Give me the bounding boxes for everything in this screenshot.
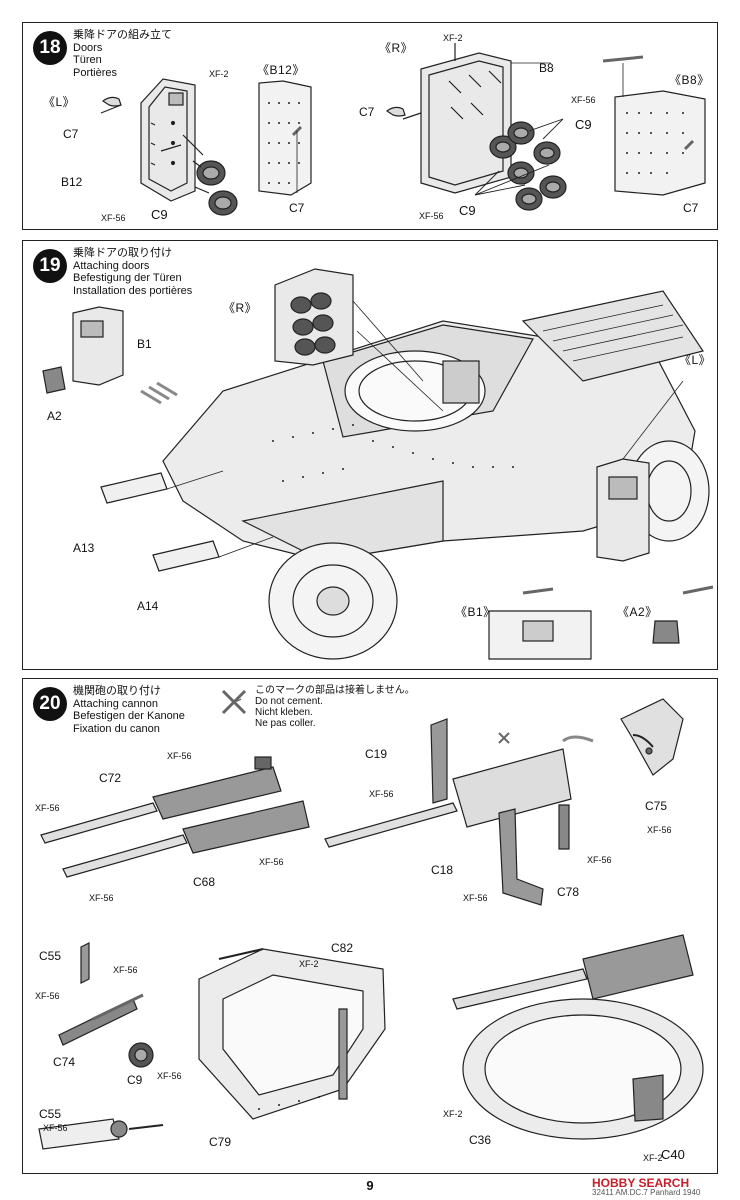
turret-c79-illustration bbox=[198, 948, 386, 1120]
paint-label: XF-56 bbox=[571, 95, 596, 105]
step-number: 20 bbox=[33, 687, 67, 721]
view-label: 《B8》 bbox=[669, 73, 710, 87]
part-label: A14 bbox=[137, 599, 159, 613]
view-label: 《R》 bbox=[223, 301, 258, 315]
paint-label: XF-56 bbox=[259, 857, 284, 867]
part-label: C9 bbox=[459, 203, 476, 218]
part-label: C82 bbox=[331, 941, 354, 955]
page-number: 9 bbox=[366, 1178, 374, 1193]
b1-detail-illustration bbox=[488, 587, 592, 660]
paint-label: XF-2 bbox=[443, 33, 463, 43]
part-label: C7 bbox=[289, 201, 305, 215]
gun-c72-illustration bbox=[40, 756, 282, 844]
step-19-panel: 19 乗降ドアの取り付け Attaching doors Befestigung… bbox=[22, 240, 718, 670]
bracket-a14-illustration bbox=[152, 540, 220, 572]
view-label: 《R》 bbox=[379, 41, 414, 55]
paint-label: XF-56 bbox=[419, 211, 444, 221]
no-cement-note: このマークの部品は接着しません。 Do not cement. Nicht kl… bbox=[255, 685, 415, 729]
paint-label: XF-2 bbox=[643, 1153, 663, 1163]
b12-detail-illustration bbox=[258, 80, 312, 196]
view-label: 《B12》 bbox=[257, 63, 305, 77]
step-18-drawing bbox=[100, 43, 706, 216]
c9-wheels-left bbox=[196, 160, 238, 216]
part-label: C75 bbox=[645, 799, 668, 813]
part-label: C68 bbox=[193, 875, 216, 889]
part-label: C36 bbox=[469, 1133, 492, 1147]
door-l-illustration bbox=[596, 380, 684, 562]
turret-c36-illustration bbox=[452, 934, 704, 1140]
part-label: C40 bbox=[661, 1147, 685, 1162]
paint-label: XF-56 bbox=[101, 213, 126, 223]
paint-label: XF-56 bbox=[587, 855, 612, 865]
step-19-drawing bbox=[42, 268, 714, 660]
part-label: C9 bbox=[575, 117, 592, 132]
part-label: C9 bbox=[127, 1073, 143, 1087]
part-label: C19 bbox=[365, 747, 388, 761]
watermark: HOBBY SEARCH bbox=[592, 1176, 690, 1190]
view-label: 《L》 bbox=[679, 353, 712, 367]
step-title: 機関砲の取り付け Attaching cannon Befestigen der… bbox=[73, 685, 185, 735]
door-b1-illustration bbox=[42, 306, 124, 394]
part-label: C7 bbox=[359, 105, 375, 119]
armored-car-hull-illustration bbox=[162, 290, 704, 562]
step-20-drawing bbox=[38, 689, 704, 1150]
step-number: 19 bbox=[33, 249, 67, 283]
b8-detail-illustration bbox=[602, 55, 706, 196]
c9-wheels-right bbox=[489, 121, 567, 211]
step-number: 18 bbox=[33, 31, 67, 65]
part-label: C55 bbox=[39, 1107, 62, 1121]
step-18-panel: 18 乗降ドアの組み立て Doors Türen Portières bbox=[22, 22, 718, 230]
mount-c18-c19-illustration bbox=[324, 718, 572, 906]
view-label: 《A2》 bbox=[617, 605, 658, 619]
step-title: 乗降ドアの取り付け Attaching doors Befestigung de… bbox=[73, 247, 193, 297]
part-label: C72 bbox=[99, 771, 122, 785]
view-label: 《B1》 bbox=[455, 605, 496, 619]
part-label: C18 bbox=[431, 863, 454, 877]
paint-label: XF-56 bbox=[35, 803, 60, 813]
part-label: A13 bbox=[73, 541, 95, 555]
c74-assembly-illustration bbox=[58, 942, 154, 1068]
front-wheel-illustration bbox=[268, 542, 398, 660]
c55-detail-illustration bbox=[38, 1118, 164, 1150]
paint-label: XF-56 bbox=[113, 965, 138, 975]
view-label: 《L》 bbox=[43, 95, 76, 109]
part-label: C7 bbox=[63, 127, 79, 141]
part-label: C74 bbox=[53, 1055, 76, 1069]
footer-code: 32411 AM.DC.7 Panhard 1940 bbox=[592, 1188, 701, 1197]
door-b8-illustration bbox=[385, 43, 551, 194]
part-label: C9 bbox=[151, 207, 168, 222]
paint-label: XF-2 bbox=[443, 1109, 463, 1119]
paint-label: XF-2 bbox=[209, 69, 229, 79]
part-label: C55 bbox=[39, 949, 62, 963]
paint-label: XF-56 bbox=[157, 1071, 182, 1081]
paint-label: XF-56 bbox=[43, 1123, 68, 1133]
step-title: 乗降ドアの組み立て Doors Türen Portières bbox=[73, 29, 172, 79]
paint-label: XF-56 bbox=[35, 991, 60, 1001]
a2-detail-illustration bbox=[652, 585, 714, 644]
part-label: A2 bbox=[47, 409, 62, 423]
step-20-panel: 20 機関砲の取り付け Attaching cannon Befestigen … bbox=[22, 678, 718, 1174]
no-cement-icon bbox=[221, 689, 247, 715]
part-label: C79 bbox=[209, 1135, 232, 1149]
door-r-illustration bbox=[274, 268, 444, 412]
paint-label: XF-56 bbox=[89, 893, 114, 903]
part-label: C7 bbox=[683, 201, 699, 215]
paint-label: XF-56 bbox=[463, 893, 488, 903]
part-label: C78 bbox=[557, 885, 580, 899]
door-b12-illustration bbox=[100, 78, 196, 202]
paint-label: XF-2 bbox=[299, 959, 319, 969]
part-label: B12 bbox=[61, 175, 83, 189]
paint-label: XF-56 bbox=[647, 825, 672, 835]
bracket-a13-illustration bbox=[100, 472, 168, 504]
gun-c68-illustration bbox=[62, 800, 310, 878]
paint-label: XF-56 bbox=[167, 751, 192, 761]
paint-label: XF-56 bbox=[369, 789, 394, 799]
c75-illustration bbox=[620, 698, 684, 776]
part-label: B1 bbox=[137, 337, 152, 351]
part-label: B8 bbox=[539, 61, 554, 75]
